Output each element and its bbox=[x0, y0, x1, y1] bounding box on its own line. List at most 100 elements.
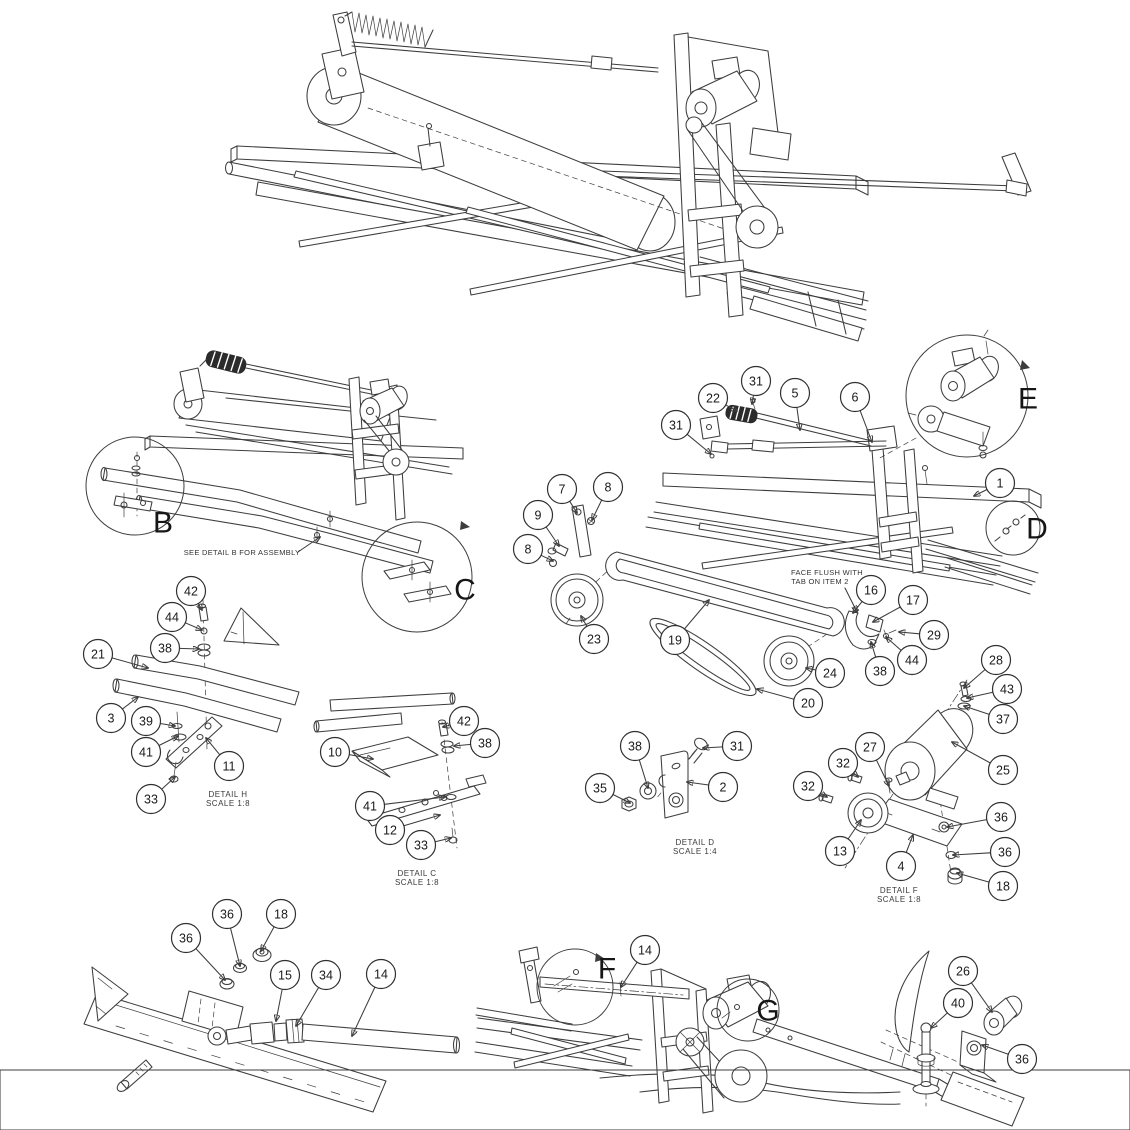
detail-scale: SCALE 1:8 bbox=[877, 895, 921, 904]
leader-line-7 bbox=[569, 500, 577, 513]
gusset-plate bbox=[223, 607, 280, 646]
page-bottom-fade bbox=[0, 1069, 1130, 1130]
callout-number: 14 bbox=[374, 967, 388, 981]
detail-circle-e bbox=[905, 334, 1029, 458]
callout-number: 4 bbox=[898, 859, 905, 873]
scissor-arm bbox=[469, 226, 784, 296]
callout-number: 29 bbox=[927, 628, 941, 642]
torque-tube-item14 bbox=[539, 976, 690, 1000]
callout-circle bbox=[82, 638, 114, 670]
callout-number: 43 bbox=[1000, 682, 1014, 696]
callout-number: 25 bbox=[996, 763, 1010, 777]
driven-pulley bbox=[382, 448, 410, 476]
view-letter-D: D bbox=[1026, 513, 1048, 546]
callout-number: 35 bbox=[593, 781, 607, 795]
part-callout-11: 11 bbox=[213, 750, 245, 782]
spring-rod bbox=[351, 41, 659, 73]
rod-end-item15 bbox=[249, 1021, 275, 1045]
leader-line-41 bbox=[158, 736, 178, 747]
callout-circle bbox=[885, 850, 917, 882]
leader-line-6 bbox=[859, 410, 872, 442]
callout-number: 41 bbox=[363, 799, 377, 813]
callout-number: 6 bbox=[852, 390, 859, 404]
part-callout-33: 33 bbox=[405, 829, 437, 861]
leader-line-25 bbox=[952, 742, 991, 764]
part-callout-4: 4 bbox=[885, 850, 917, 882]
callout-number: 38 bbox=[158, 641, 172, 655]
part-callout-36: 36 bbox=[1006, 1043, 1038, 1075]
leader-line-22 bbox=[725, 404, 737, 411]
callout-circle bbox=[814, 657, 846, 689]
leader-line-18 bbox=[261, 926, 275, 951]
callout-number: 2 bbox=[720, 780, 727, 794]
part-callout-12: 12 bbox=[374, 814, 406, 846]
square-boom-tube-item1 bbox=[662, 472, 1030, 503]
tension-spring bbox=[351, 11, 426, 48]
callout-circle bbox=[987, 754, 1019, 786]
bent-boom-tube bbox=[102, 467, 422, 554]
detail-title: DETAIL C bbox=[397, 869, 436, 878]
callout-circle bbox=[824, 835, 856, 867]
tension-lever bbox=[332, 11, 357, 57]
callout-number: 41 bbox=[139, 745, 153, 759]
leader-line-14 bbox=[621, 961, 638, 987]
loose-bolt bbox=[120, 1059, 153, 1090]
callout-number: 14 bbox=[638, 943, 652, 957]
part-callout-13: 13 bbox=[824, 835, 856, 867]
nut-item44 bbox=[200, 627, 208, 635]
part-callout-19: 19 bbox=[659, 624, 691, 656]
callout-circle bbox=[987, 703, 1019, 735]
callout-number: 38 bbox=[873, 664, 887, 678]
tube bbox=[315, 712, 403, 733]
leader-line-36 bbox=[982, 1045, 1009, 1055]
callout-number: 40 bbox=[951, 996, 965, 1010]
round-tube-end bbox=[224, 161, 234, 175]
callout-number: 39 bbox=[139, 714, 153, 728]
callout-number: 11 bbox=[223, 759, 236, 773]
leader-line-9 bbox=[545, 526, 559, 546]
leader-line-42 bbox=[443, 725, 451, 727]
callout-circle bbox=[827, 747, 859, 779]
leader-line-12 bbox=[403, 815, 440, 827]
leader-line-36 bbox=[195, 948, 225, 980]
washer-item38 bbox=[440, 740, 454, 748]
callout-number: 19 bbox=[668, 633, 682, 647]
leader-line-37 bbox=[964, 706, 990, 715]
callout-number: 26 bbox=[956, 964, 970, 978]
leader-line-5 bbox=[797, 406, 800, 430]
leader-line-31 bbox=[686, 433, 711, 454]
leader-line-14 bbox=[352, 986, 376, 1036]
callout-circle bbox=[707, 771, 739, 803]
part-callout-6: 6 bbox=[839, 381, 871, 413]
detail-title: DETAIL D bbox=[675, 838, 714, 847]
idler-bracket-item7 bbox=[571, 504, 592, 558]
part-callout-7: 7 bbox=[546, 473, 578, 505]
leader-line-38 bbox=[454, 744, 472, 746]
callout-circle bbox=[854, 731, 886, 763]
callout-number: 18 bbox=[996, 879, 1010, 893]
leader-line-39 bbox=[159, 724, 175, 727]
main-beam bbox=[83, 992, 387, 1113]
callout-circle bbox=[987, 870, 1019, 902]
callout-number: 42 bbox=[457, 714, 471, 728]
part-callout-5: 5 bbox=[779, 377, 811, 409]
callout-number: 37 bbox=[996, 712, 1010, 726]
leader-line-8 bbox=[592, 499, 603, 520]
callout-number: 31 bbox=[730, 739, 744, 753]
part-callout-29: 29 bbox=[918, 619, 950, 651]
leader-line-28 bbox=[964, 668, 986, 689]
part-callout-36: 36 bbox=[989, 836, 1021, 868]
frame-post bbox=[673, 32, 701, 298]
base-rail bbox=[749, 295, 863, 342]
callout-number: 34 bbox=[319, 968, 333, 982]
driven-pulley bbox=[735, 205, 779, 249]
part-callout-32: 32 bbox=[792, 770, 824, 802]
callout-number: 33 bbox=[144, 792, 158, 806]
leader-line-1 bbox=[974, 488, 988, 497]
callout-number: 32 bbox=[836, 756, 850, 770]
part-callout-26: 26 bbox=[947, 955, 979, 987]
part-callout-34: 34 bbox=[310, 959, 342, 991]
